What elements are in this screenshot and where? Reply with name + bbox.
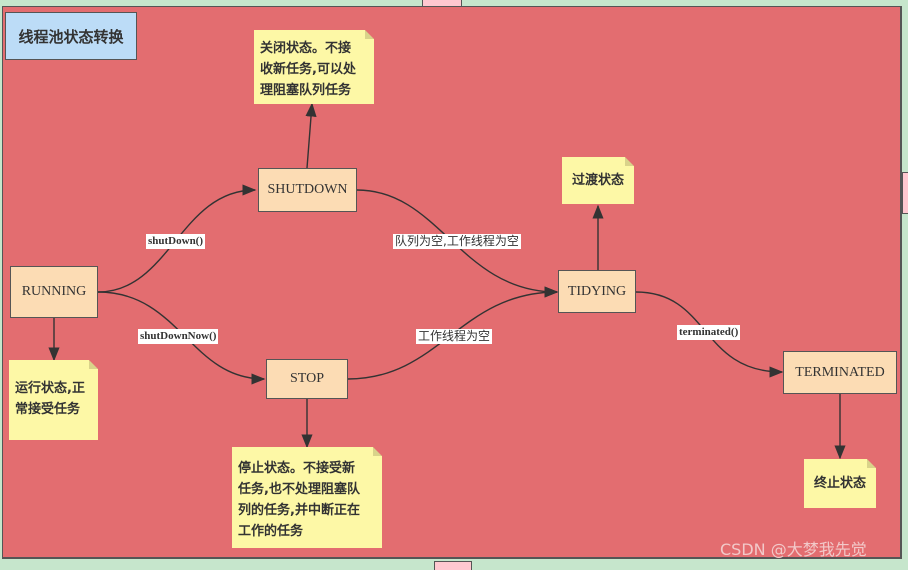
diagram-canvas bbox=[2, 6, 902, 559]
note-line: 列的任务,并中断正在 bbox=[238, 503, 360, 518]
diagram-title: 线程池状态转换 bbox=[5, 12, 137, 60]
note-line: 理阻塞队列任务 bbox=[260, 83, 352, 98]
state-shutdown[interactable]: SHUTDOWN bbox=[258, 168, 357, 212]
state-stop[interactable]: STOP bbox=[266, 359, 348, 399]
edge-label-terminated: terminated() bbox=[677, 325, 741, 340]
note-line: 关闭状态。不接 bbox=[260, 41, 352, 56]
note-line: 运行状态,正 bbox=[15, 381, 85, 396]
note-terminated: 终止状态 bbox=[804, 459, 876, 508]
note-line: 常接受任务 bbox=[15, 402, 81, 417]
note-line: 任务,也不处理阻塞队 bbox=[238, 482, 360, 497]
note-shutdown: 关闭状态。不接 收新任务,可以处 理阻塞队列任务 bbox=[254, 30, 374, 104]
connector-tab-bottom bbox=[434, 561, 472, 570]
state-running[interactable]: RUNNING bbox=[10, 266, 98, 318]
edge-label-queue-empty: 队列为空,工作线程为空 bbox=[393, 234, 521, 249]
note-line: 停止状态。不接受新 bbox=[238, 461, 356, 476]
edge-label-workers-empty: 工作线程为空 bbox=[416, 329, 493, 344]
state-terminated[interactable]: TERMINATED bbox=[783, 351, 897, 394]
note-tidying: 过渡状态 bbox=[562, 157, 634, 204]
note-line: 收新任务,可以处 bbox=[260, 62, 356, 77]
note-stop: 停止状态。不接受新 任务,也不处理阻塞队 列的任务,并中断正在 工作的任务 bbox=[232, 447, 382, 548]
state-tidying[interactable]: TIDYING bbox=[558, 270, 636, 313]
note-line: 工作的任务 bbox=[238, 524, 304, 539]
note-running: 运行状态,正 常接受任务 bbox=[9, 360, 98, 440]
edge-shutdown-note bbox=[305, 102, 317, 169]
connector-tab-right bbox=[902, 172, 908, 214]
watermark: CSDN @大梦我先觉 bbox=[720, 540, 867, 559]
edge-label-shutdown: shutDown() bbox=[146, 234, 206, 249]
edge-label-shutdownnow: shutDownNow() bbox=[138, 329, 219, 344]
